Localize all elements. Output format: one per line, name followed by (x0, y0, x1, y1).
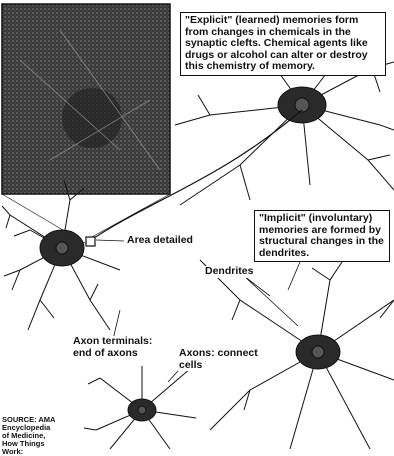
micrograph-inset (2, 4, 170, 194)
source-credit: SOURCE: AMA Encyclopedia of Medicine, Ho… (2, 416, 58, 456)
axons-label: Axons: connect cells (178, 348, 270, 371)
axon-terminals-label: Axon terminals: end of axons (72, 336, 160, 359)
implicit-memory-callout: "Implicit" (involuntary) memories are fo… (254, 210, 390, 262)
neuron-left (2, 180, 120, 330)
neuron-bottom (84, 364, 196, 449)
area-detailed-label: Area detailed (126, 235, 194, 247)
explicit-memory-callout: "Explicit" (learned) memories form from … (180, 12, 386, 76)
dendrites-label: Dendrites (204, 266, 254, 278)
